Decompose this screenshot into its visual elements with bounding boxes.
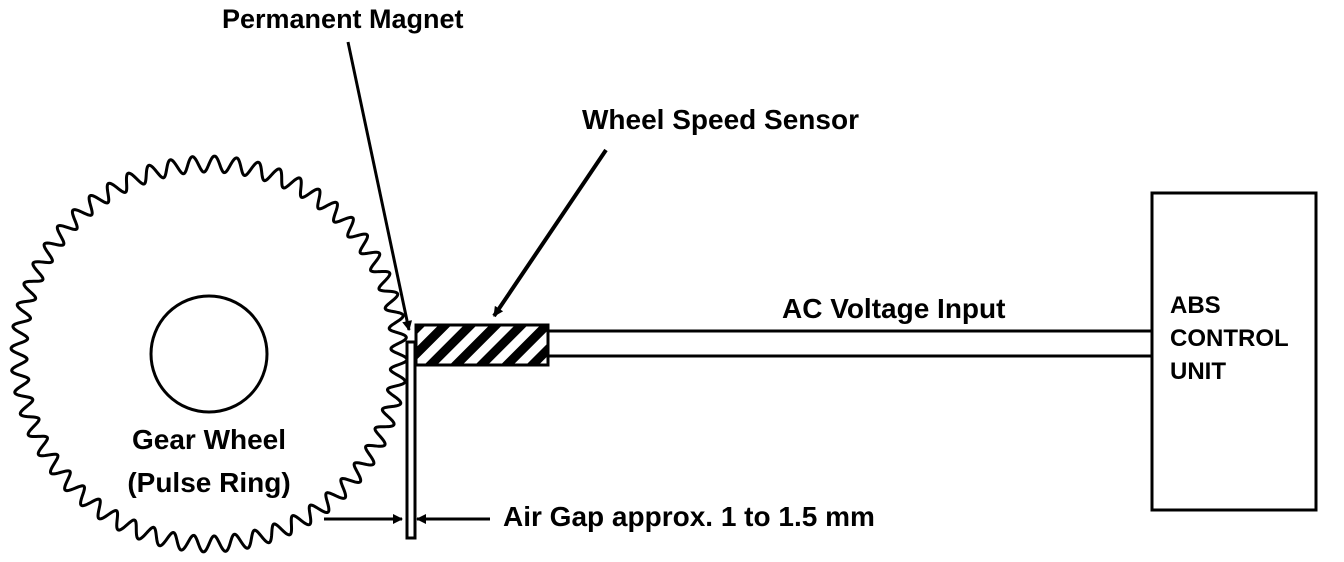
abs-control-unit-label-line1: ABS <box>1170 292 1221 319</box>
air-gap-label: Air Gap approx. 1 to 1.5 mm <box>503 501 875 532</box>
ac-voltage-input-label: AC Voltage Input <box>782 293 1005 324</box>
gear-wheel <box>9 154 409 554</box>
gear-wheel-label-line1: Gear Wheel <box>132 424 286 455</box>
permanent-magnet <box>405 340 417 540</box>
gear-wheel-hub <box>149 294 269 414</box>
abs-control-unit-label-line3: UNIT <box>1170 358 1226 385</box>
permanent-magnet-arrow <box>346 41 413 331</box>
abs-control-unit-label-line2: CONTROL <box>1170 325 1289 352</box>
gear-wheel-teeth-outline <box>9 154 409 554</box>
wheel-speed-sensor-label: Wheel Speed Sensor <box>582 104 859 135</box>
permanent-magnet-label: Permanent Magnet <box>222 4 464 34</box>
wheel-speed-sensor <box>414 323 550 367</box>
gear-wheel-label-line2: (Pulse Ring) <box>127 467 290 498</box>
wheel-speed-sensor-arrow <box>492 148 608 318</box>
abs-control-unit-box <box>1150 191 1318 512</box>
